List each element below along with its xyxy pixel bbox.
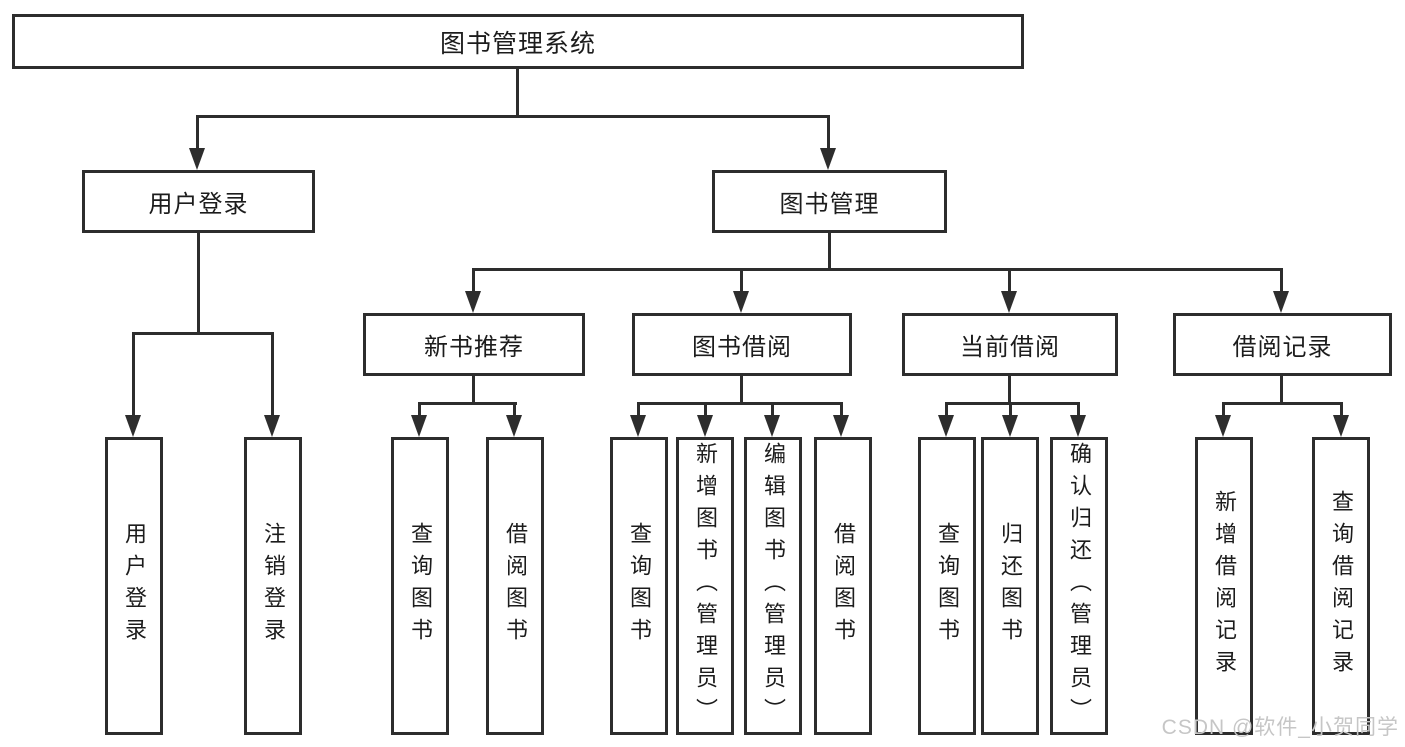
leaf-query-books-recommend: 查询图书 <box>391 437 449 735</box>
connector-current-bar <box>945 402 1080 405</box>
leaf-return-book: 归还图书 <box>981 437 1039 735</box>
node-book-management: 图书管理 <box>712 170 947 233</box>
connector-bookmgmt-stem <box>828 233 831 271</box>
leaf-query-books-borrow: 查询图书 <box>610 437 668 735</box>
connector-current-stem <box>1008 376 1011 405</box>
connector-root-drop-left <box>196 115 199 150</box>
arrowhead-icon <box>938 415 954 437</box>
connector-recommend-stem <box>472 376 475 405</box>
leaf-query-borrow-record: 查询借阅记录 <box>1312 437 1370 735</box>
arrowhead-icon <box>733 291 749 313</box>
node-user-login-label: 用户登录 <box>148 191 249 218</box>
connector-userlogin-drop1 <box>132 332 135 417</box>
node-current-borrow-label: 当前借阅 <box>960 334 1060 361</box>
arrowhead-icon <box>1070 415 1086 437</box>
arrowhead-icon <box>125 415 141 437</box>
node-new-book-recommend-label: 新书推荐 <box>424 334 524 361</box>
node-book-borrow: 图书借阅 <box>632 313 852 376</box>
arrowhead-icon <box>1215 415 1231 437</box>
leaf-borrow-books-recommend: 借阅图书 <box>486 437 544 735</box>
connector-borrow-drop4 <box>840 402 843 417</box>
leaf-return-book-label: 归还图书 <box>998 522 1023 650</box>
arrowhead-icon <box>1002 415 1018 437</box>
connector-bookmgmt-drop3 <box>1008 268 1011 293</box>
watermark-text: CSDN @软件_小贺同学 <box>1161 716 1399 739</box>
leaf-add-borrow-record-label: 新增借阅记录 <box>1212 490 1237 682</box>
connector-bookmgmt-bar <box>472 268 1283 271</box>
leaf-query-books-current: 查询图书 <box>918 437 976 735</box>
node-new-book-recommend: 新书推荐 <box>363 313 585 376</box>
node-root-label: 图书管理系统 <box>439 29 596 58</box>
arrowhead-icon <box>264 415 280 437</box>
arrowhead-icon <box>820 148 836 170</box>
node-current-borrow: 当前借阅 <box>902 313 1118 376</box>
arrowhead-icon <box>411 415 427 437</box>
node-borrow-records-label: 借阅记录 <box>1232 334 1333 361</box>
leaf-edit-book-admin-label: 编辑图书（管理员） <box>761 442 786 730</box>
leaf-logout-label: 注销登录 <box>261 522 286 650</box>
node-root: 图书管理系统 <box>12 14 1024 69</box>
leaf-borrow-books-recommend-label: 借阅图书 <box>503 522 528 650</box>
leaf-query-books-recommend-label: 查询图书 <box>408 522 433 650</box>
leaf-query-books-borrow-label: 查询图书 <box>627 522 652 650</box>
connector-bookmgmt-drop2 <box>740 268 743 293</box>
connector-userlogin-bar <box>132 332 274 335</box>
leaf-add-borrow-record: 新增借阅记录 <box>1195 437 1253 735</box>
connector-records-stem <box>1280 376 1283 405</box>
connector-bookmgmt-drop4 <box>1280 268 1283 293</box>
connector-current-drop1 <box>945 402 948 417</box>
arrowhead-icon <box>506 415 522 437</box>
arrowhead-icon <box>630 415 646 437</box>
leaf-borrow-books-borrow: 借阅图书 <box>814 437 872 735</box>
connector-current-drop3 <box>1077 402 1080 417</box>
arrowhead-icon <box>764 415 780 437</box>
arrowhead-icon <box>465 291 481 313</box>
connector-records-bar <box>1222 402 1343 405</box>
leaf-logout: 注销登录 <box>244 437 302 735</box>
connector-borrow-bar <box>637 402 842 405</box>
connector-records-drop2 <box>1340 402 1343 417</box>
arrowhead-icon <box>697 415 713 437</box>
leaf-user-login: 用户登录 <box>105 437 163 735</box>
connector-borrow-stem <box>740 376 743 405</box>
connector-records-drop1 <box>1222 402 1225 417</box>
leaf-add-book-admin-label: 新增图书（管理员） <box>693 442 718 730</box>
leaf-confirm-return-admin-label: 确认归还（管理员） <box>1067 442 1092 730</box>
arrowhead-icon <box>1001 291 1017 313</box>
connector-borrow-drop3 <box>771 402 774 417</box>
leaf-query-borrow-record-label: 查询借阅记录 <box>1329 490 1354 682</box>
node-user-login: 用户登录 <box>82 170 315 233</box>
connector-userlogin-drop2 <box>271 332 274 417</box>
leaf-confirm-return-admin: 确认归还（管理员） <box>1050 437 1108 735</box>
arrowhead-icon <box>189 148 205 170</box>
leaf-user-login-label: 用户登录 <box>122 522 147 650</box>
connector-recommend-drop2 <box>513 402 516 417</box>
node-book-borrow-label: 图书借阅 <box>692 334 792 361</box>
node-borrow-records: 借阅记录 <box>1173 313 1392 376</box>
connector-bookmgmt-drop1 <box>472 268 475 293</box>
leaf-edit-book-admin: 编辑图书（管理员） <box>744 437 802 735</box>
connector-root-stem <box>516 68 519 118</box>
leaf-query-books-current-label: 查询图书 <box>935 522 960 650</box>
connector-current-drop2 <box>1009 402 1012 417</box>
leaf-borrow-books-borrow-label: 借阅图书 <box>831 522 856 650</box>
connector-userlogin-stem <box>197 232 200 335</box>
arrowhead-icon <box>1273 291 1289 313</box>
connector-recommend-bar <box>418 402 517 405</box>
arrowhead-icon <box>833 415 849 437</box>
leaf-add-book-admin: 新增图书（管理员） <box>676 437 734 735</box>
connector-root-drop-right <box>827 115 830 150</box>
connector-recommend-drop1 <box>418 402 421 417</box>
arrowhead-icon <box>1333 415 1349 437</box>
connector-borrow-drop2 <box>704 402 707 417</box>
node-book-management-label: 图书管理 <box>779 191 880 218</box>
connector-root-bar <box>196 115 830 118</box>
connector-borrow-drop1 <box>637 402 640 417</box>
